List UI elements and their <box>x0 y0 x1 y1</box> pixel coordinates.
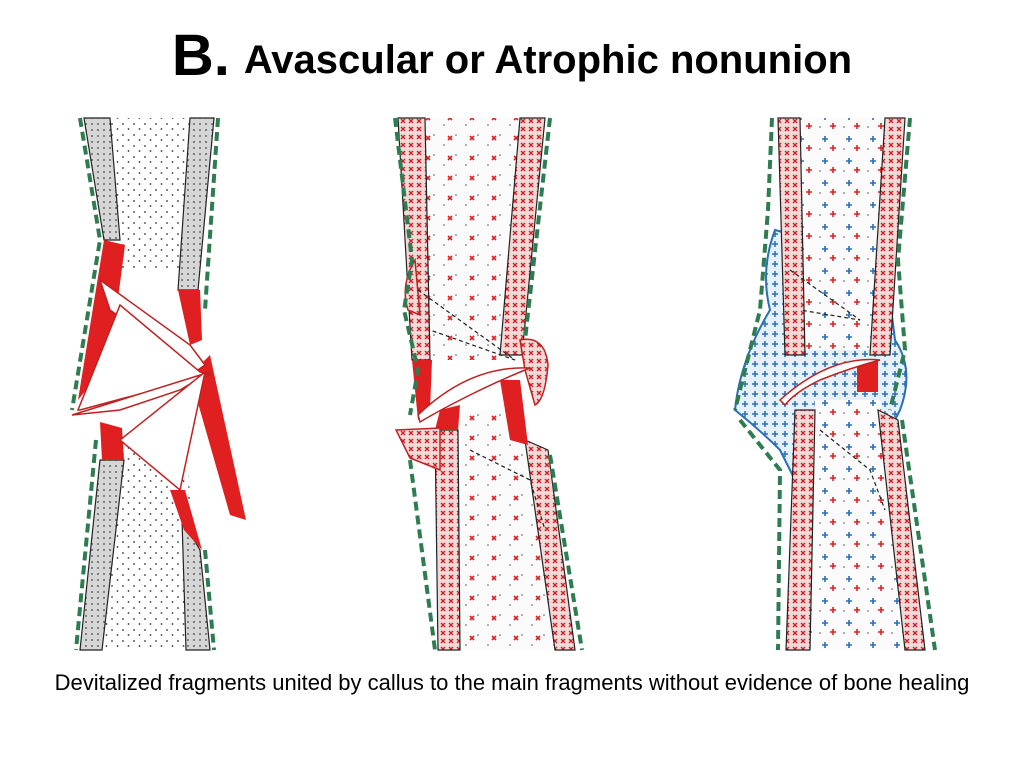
periosteum-line <box>408 459 437 651</box>
callus-bulge <box>394 427 441 472</box>
butterfly-fragment <box>71 371 211 416</box>
figure-caption: Devitalized fragments united by callus t… <box>54 670 970 695</box>
callus-bulge <box>519 338 549 407</box>
devitalized-fragment <box>778 358 881 407</box>
fracture-line <box>789 269 861 321</box>
periosteum-line <box>733 117 774 411</box>
cortex-left-upper <box>397 117 431 361</box>
dead-bone-segment <box>78 240 125 400</box>
periosteum-line <box>888 117 912 411</box>
periosteum-line <box>203 549 216 651</box>
cortex-left-lower <box>785 409 816 651</box>
dead-bone-segment <box>170 490 202 550</box>
panel-initial-fracture <box>70 117 246 651</box>
periosteum-line <box>523 117 552 341</box>
nonunion-diagram <box>70 117 937 651</box>
cortex-right-lower <box>877 408 926 651</box>
slide-title: B. Avascular or Atrophic nonunion <box>0 22 1024 89</box>
periosteum-line <box>548 454 584 651</box>
dead-bone-segment <box>100 422 124 460</box>
title-letter: B. <box>171 23 230 88</box>
periosteum-line <box>70 117 103 411</box>
cortex-right-upper <box>869 117 906 356</box>
title-text: Avascular or Atrophic nonunion <box>243 38 853 82</box>
devitalized-fragment <box>417 367 531 424</box>
dead-bone-segment <box>178 290 202 345</box>
periosteum-line <box>393 117 421 416</box>
cortex-left-upper <box>83 117 121 241</box>
fracture-line <box>469 449 546 531</box>
cortex-left-upper <box>777 117 806 356</box>
periosteum-line <box>738 418 783 651</box>
dead-bone-segment <box>857 360 878 392</box>
dead-bone-segment <box>435 405 460 430</box>
dead-bone-segment <box>190 355 246 520</box>
periosteum-line <box>900 419 937 651</box>
periosteum-line <box>74 439 98 651</box>
fracture-line <box>417 289 516 361</box>
butterfly-fragment <box>98 278 207 373</box>
periosteum-line <box>203 117 220 311</box>
butterfly-fragment <box>118 370 207 492</box>
fracture-line <box>819 429 886 511</box>
panel-callus-union <box>733 117 937 651</box>
dead-bone-segment <box>500 380 528 445</box>
panel-partial-revascularization <box>393 117 584 651</box>
cortex-right-lower <box>524 439 576 651</box>
